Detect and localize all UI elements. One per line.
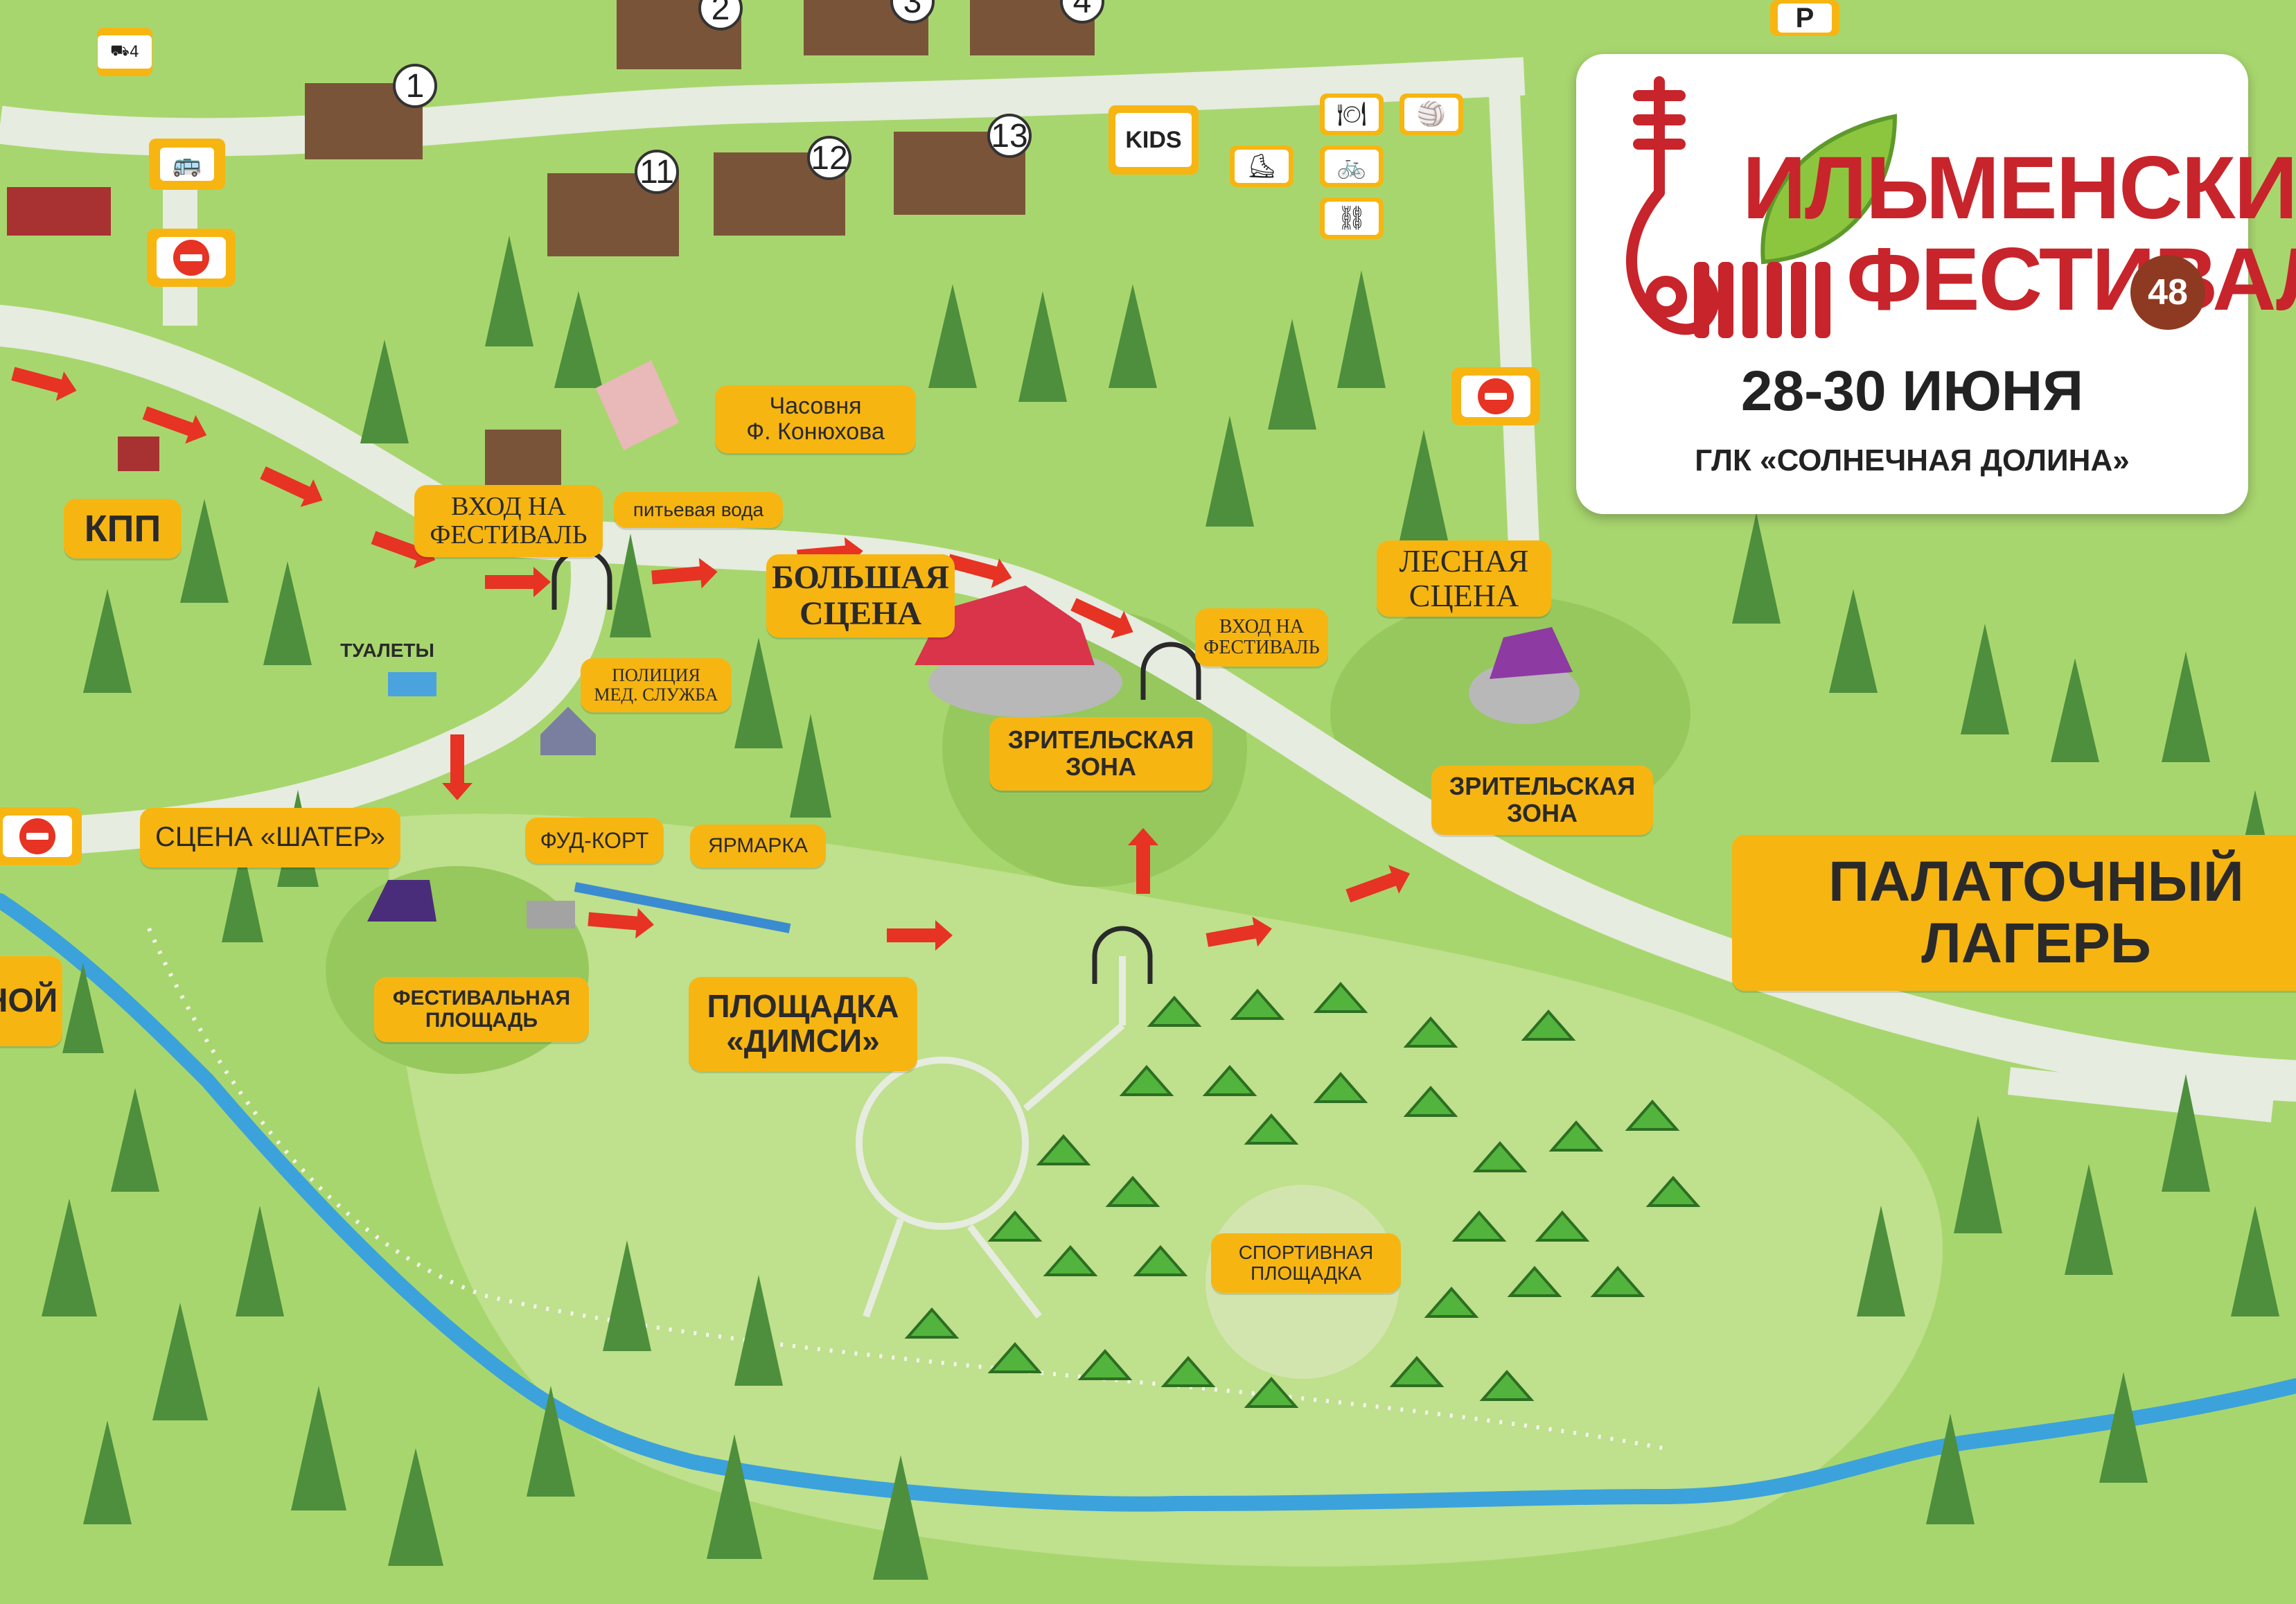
label-second-entrance: Вход нафестиваль (1195, 608, 1328, 667)
no-entry-sign-left (0, 807, 82, 865)
house-number-12: 12 (807, 136, 851, 180)
label-forest-stage: Леснаясцена (1377, 540, 1551, 617)
main-stage (915, 585, 1095, 665)
chapel-house (485, 430, 561, 485)
label-kpp: КПП (64, 499, 182, 558)
label-dimsi-playground: Площадка«Димси» (689, 977, 917, 1071)
label-drinking-water: питьевая вода (614, 492, 783, 528)
label-tent-stage: Сцена «Шатер» (140, 808, 400, 867)
building-kpp (118, 437, 159, 471)
tent-stage (367, 880, 436, 922)
rollerblade-icon: ⛸ (1235, 150, 1289, 183)
bicycle-sign: 🚲 (1320, 146, 1384, 187)
forest-stage (1490, 627, 1573, 679)
parking-icon: P (1778, 3, 1832, 33)
police-building (540, 707, 596, 755)
no-entry-sign-top (147, 229, 236, 287)
no-entry-sign-right (1451, 367, 1540, 425)
vertical-road (1487, 69, 1540, 555)
label-toilets: Туалеты (337, 631, 438, 671)
volleyball-sign: 🏐 (1399, 94, 1463, 135)
kids-label: KIDS (1115, 113, 1192, 167)
bus-icon: 🚌 (160, 148, 214, 181)
no-entry-icon (1478, 378, 1514, 414)
leaf-icon (1760, 114, 1898, 265)
volleyball-icon: 🏐 (1404, 98, 1458, 131)
promo-title-line2: фестиваль (1846, 230, 2296, 329)
kids-sign: KIDS (1109, 105, 1199, 175)
gondola-lift-icon: ⛟ (110, 42, 130, 60)
edition-badge: 48 (2130, 255, 2205, 330)
label-viewing-zone-main: Зрительскаязона (989, 717, 1212, 791)
label-sports-ground: Спортивнаяплощадка (1211, 1233, 1401, 1293)
label-tent-camp: Палаточныйлагерь (1732, 835, 2296, 991)
tents (904, 981, 1701, 1408)
no-entry-icon (19, 818, 55, 854)
food-icon: 🍽 (1325, 98, 1379, 131)
bus-sign: 🚌 (149, 139, 225, 190)
label-fair: Ярмарка (690, 825, 826, 867)
building-top-left (7, 187, 111, 236)
food-court-building (527, 901, 575, 928)
balalaika-logo-mark (1626, 76, 1720, 335)
promo-venue: ГЛК «СОЛНЕЧНАЯ ДОЛИНА» (1695, 443, 2130, 477)
gate-entrance-2 (1140, 642, 1201, 700)
direction-arrows (11, 367, 1411, 951)
label-edge-partial: ной (0, 956, 62, 1046)
fair-stalls (574, 882, 791, 933)
lift-sign: ⛟4 (97, 28, 152, 76)
label-festival-square: Фестивальнаяплощадь (374, 977, 589, 1042)
parking-sign: P (1770, 0, 1839, 36)
label-main-stage: Большаясцена (766, 554, 955, 637)
gate-camp (1092, 926, 1153, 984)
festival-logo (1626, 76, 1898, 338)
label-viewing-zone-forest: Зрительскаязона (1431, 766, 1653, 835)
waves-mark (1694, 262, 1830, 338)
ropes-course-sign: ⛓ (1320, 197, 1384, 239)
promo-dates: 28-30 ИЮНЯ (1740, 360, 2084, 423)
chapel (596, 360, 679, 450)
rollerblade-sign: ⛸ (1230, 146, 1293, 187)
lift-number: 4 (129, 43, 139, 61)
house-number-13: 13 (987, 114, 1032, 158)
label-food-court: Фуд-корт (525, 818, 664, 863)
promo-title-line1: ильменский (1742, 139, 2296, 238)
river (0, 893, 2296, 1512)
bicycle-icon: 🚲 (1325, 150, 1379, 183)
house-number-11: 11 (635, 150, 679, 194)
camp-walkways (856, 956, 1126, 1319)
festival-promo-card: ильменский фестиваль 48 28-30 ИЮНЯ ГЛК «… (1576, 54, 2296, 514)
label-festival-entrance: Вход нафестиваль (414, 485, 603, 557)
festival-square-area (326, 866, 589, 1074)
house-number-1: 1 (393, 64, 437, 108)
right-road (2007, 1067, 2275, 1122)
no-entry-icon (173, 240, 209, 276)
village-road (0, 57, 1526, 157)
food-sign: 🍽 (1320, 94, 1384, 135)
toilets-building (388, 672, 436, 696)
ropes-course-icon: ⛓ (1325, 202, 1379, 235)
label-police: Полициямед. служба (581, 658, 732, 712)
